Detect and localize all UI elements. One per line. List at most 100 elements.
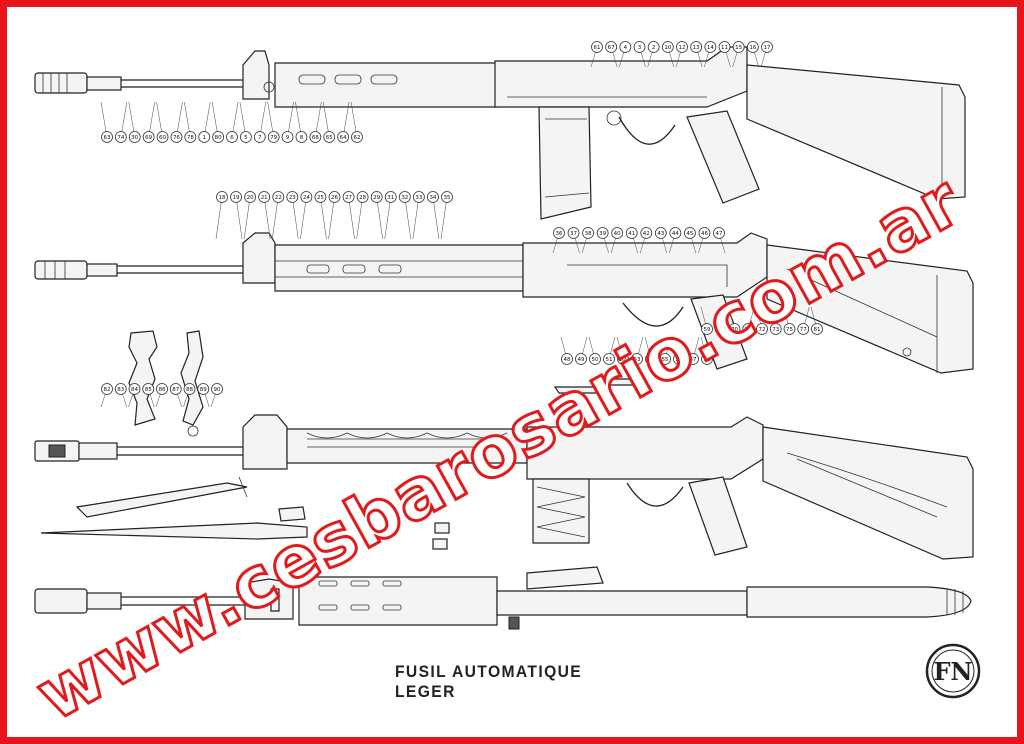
svg-text:49: 49 <box>578 357 585 363</box>
svg-text:69: 69 <box>145 135 152 141</box>
svg-text:9: 9 <box>286 135 290 141</box>
callout-75: 75 <box>783 306 796 335</box>
svg-text:10: 10 <box>664 45 671 51</box>
callout-87: 87 <box>169 383 182 408</box>
svg-text:11: 11 <box>721 45 728 51</box>
small-parts-left <box>128 330 204 437</box>
svg-text:30: 30 <box>131 135 138 141</box>
callout-25: 25 <box>314 191 327 240</box>
svg-text:1: 1 <box>202 135 206 141</box>
callout-14: 14 <box>704 41 717 68</box>
svg-text:79: 79 <box>270 135 277 141</box>
svg-text:2: 2 <box>652 45 656 51</box>
callout-51: 51 <box>603 336 616 365</box>
svg-text:74: 74 <box>117 135 124 141</box>
callout-56: 56 <box>672 336 685 365</box>
callout-49: 49 <box>575 336 588 365</box>
callout-8: 8 <box>295 101 308 143</box>
callout-18: 18 <box>215 191 228 240</box>
callout-81: 81 <box>810 306 823 335</box>
svg-text:75: 75 <box>786 327 793 333</box>
svg-text:72: 72 <box>759 327 766 333</box>
svg-text:28: 28 <box>359 195 366 201</box>
rifle-view-3 <box>34 414 974 560</box>
callout-57: 57 <box>687 336 700 365</box>
svg-text:57: 57 <box>690 357 697 363</box>
callout-70: 70 <box>728 306 741 335</box>
svg-text:31: 31 <box>387 195 394 201</box>
svg-text:17: 17 <box>764 45 771 51</box>
svg-text:34: 34 <box>429 195 436 201</box>
callout-60: 60 <box>156 101 169 143</box>
svg-text:14: 14 <box>707 45 714 51</box>
svg-text:26: 26 <box>331 195 338 201</box>
callout-4: 4 <box>619 41 632 68</box>
svg-text:54: 54 <box>648 357 655 363</box>
svg-text:73: 73 <box>772 327 779 333</box>
svg-text:46: 46 <box>701 231 708 237</box>
callout-69: 69 <box>142 101 155 143</box>
svg-text:51: 51 <box>606 357 613 363</box>
svg-text:15: 15 <box>735 45 742 51</box>
callout-61: 61 <box>590 41 603 68</box>
svg-text:68: 68 <box>312 135 319 141</box>
svg-text:38: 38 <box>585 231 592 237</box>
callout-86: 86 <box>155 383 168 408</box>
callout-32: 32 <box>398 191 412 240</box>
callout-44: 44 <box>669 227 682 254</box>
svg-text:83: 83 <box>117 387 124 393</box>
callout-23: 23 <box>286 191 299 240</box>
svg-text:18: 18 <box>219 195 226 201</box>
callout-53: 53 <box>631 336 644 365</box>
callout-73: 73 <box>769 306 782 335</box>
svg-text:47: 47 <box>716 231 723 237</box>
callout-59: 59 <box>700 306 713 335</box>
callout-36: 36 <box>552 227 565 254</box>
callout-28: 28 <box>356 191 369 240</box>
callout-88: 88 <box>183 383 196 408</box>
svg-text:35: 35 <box>444 195 451 201</box>
svg-text:67: 67 <box>608 45 615 51</box>
callout-83: 83 <box>114 383 127 408</box>
callout-74: 74 <box>114 101 128 143</box>
callout-29: 29 <box>370 191 383 240</box>
callout-67: 67 <box>605 41 618 68</box>
svg-text:23: 23 <box>289 195 296 201</box>
callout-55: 55 <box>659 336 672 365</box>
callout-68: 68 <box>309 101 322 143</box>
callout-35: 35 <box>440 191 453 240</box>
svg-text:29: 29 <box>373 195 380 201</box>
svg-text:82: 82 <box>104 387 111 393</box>
callout-90: 90 <box>210 383 223 408</box>
svg-text:56: 56 <box>676 357 683 363</box>
callout-63: 63 <box>100 101 113 143</box>
callout-38: 38 <box>581 227 594 254</box>
callout-11: 11 <box>718 41 731 68</box>
callout-78: 78 <box>184 101 197 143</box>
svg-text:71: 71 <box>745 327 752 333</box>
callout-45: 45 <box>684 227 697 254</box>
svg-text:5: 5 <box>244 135 248 141</box>
svg-text:37: 37 <box>570 231 577 237</box>
svg-text:33: 33 <box>415 195 422 201</box>
diagram-title: FUSIL AUTOMATIQUE LEGER <box>395 662 583 701</box>
rifle-view-2 <box>34 232 974 374</box>
misc-parts <box>270 378 638 612</box>
callout-19: 19 <box>230 191 243 240</box>
callout-5: 5 <box>239 101 252 143</box>
callout-17: 17 <box>760 41 773 68</box>
fn-monogram-icon: FN <box>925 643 981 699</box>
callout-84: 84 <box>128 383 141 408</box>
svg-text:8: 8 <box>300 135 304 141</box>
callout-64: 64 <box>337 101 350 143</box>
callout-58: 58 <box>700 336 713 365</box>
callout-20: 20 <box>243 191 257 240</box>
callout-85: 85 <box>142 383 155 408</box>
svg-text:77: 77 <box>800 327 807 333</box>
callout-66: 66 <box>714 306 727 335</box>
callout-50: 50 <box>588 336 601 365</box>
svg-text:60: 60 <box>159 135 166 141</box>
callout-22: 22 <box>272 191 285 240</box>
